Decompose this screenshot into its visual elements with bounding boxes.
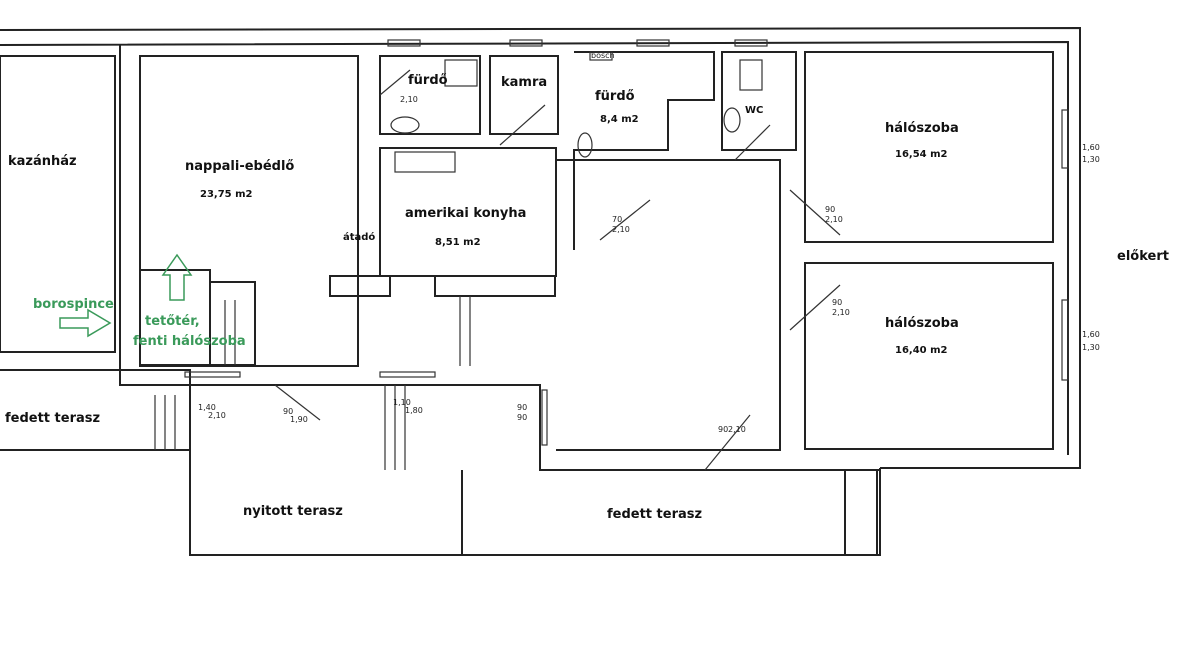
washbasin-icon xyxy=(577,132,593,158)
washbasin-icon xyxy=(723,107,741,133)
dimension-label: 2,10 xyxy=(400,95,418,104)
area-label-fedett-terasz-left: fedett terasz xyxy=(5,411,100,426)
door-swings xyxy=(274,69,841,471)
fixtures xyxy=(390,51,763,173)
washbasin-icon xyxy=(390,116,420,134)
boiler-icon xyxy=(589,51,613,61)
dimension-label: 1,10 xyxy=(393,398,411,407)
boiler-label: bosch xyxy=(591,51,615,60)
room-label-kazanhaz: kazánház xyxy=(8,154,77,169)
windows xyxy=(184,39,1069,446)
dimension-label: 1,40 xyxy=(198,403,216,412)
dimension-label: 2,10 xyxy=(612,225,630,234)
toilet-icon xyxy=(739,59,763,91)
dimension-label: 1,30 xyxy=(1082,343,1100,352)
stairs xyxy=(154,296,471,470)
room-label-nappali: nappali-ebédlő xyxy=(185,159,294,174)
annotation-borospince: borospince xyxy=(33,297,114,312)
dimension-label: 1,30 xyxy=(1082,155,1100,164)
arrow-up-icon xyxy=(161,253,193,301)
area-label-fedett-terasz-main: fedett terasz xyxy=(607,507,702,522)
room-label-wc: WC xyxy=(745,105,763,116)
dimension-label: 90 xyxy=(718,425,728,434)
dimension-label: 2,10 xyxy=(825,215,843,224)
dimension-label: 2,10 xyxy=(208,411,226,420)
room-area-haloszoba-2: 16,40 m2 xyxy=(895,345,948,356)
dimension-label: 90 xyxy=(832,298,842,307)
dimension-label: 90 xyxy=(517,403,527,412)
room-area-haloszoba-1: 16,54 m2 xyxy=(895,149,948,160)
room-label-furdo-2: fürdő xyxy=(595,89,635,104)
dimension-label: 1,60 xyxy=(1082,330,1100,339)
room-label-konyha: amerikai konyha xyxy=(405,206,526,221)
room-label-kamra: kamra xyxy=(501,75,547,90)
room-area-nappali: 23,75 m2 xyxy=(200,189,253,200)
dimension-label: 1,90 xyxy=(290,415,308,424)
dimension-label: 2,10 xyxy=(832,308,850,317)
dimension-label: 1,80 xyxy=(405,406,423,415)
dimension-label: 1,60 xyxy=(1082,143,1100,152)
dimension-label: 90 xyxy=(517,413,527,422)
room-area-konyha: 8,51 m2 xyxy=(435,237,481,248)
annotation-fenti-haloszoba: fenti hálószoba xyxy=(133,334,246,349)
room-label-haloszoba-1: hálószoba xyxy=(885,121,959,136)
arrow-right-icon xyxy=(59,308,112,338)
walls xyxy=(0,26,1081,556)
dimension-label: 2,10 xyxy=(728,425,746,434)
room-label-haloszoba-2: hálószoba xyxy=(885,316,959,331)
room-label-atado: átadó xyxy=(343,231,375,243)
dimension-label: 70 xyxy=(612,215,622,224)
room-label-furdo-1: fürdő xyxy=(408,73,448,88)
annotation-tetoter: tetőtér, xyxy=(145,314,200,329)
room-area-furdo-2: 8,4 m2 xyxy=(600,114,639,125)
dimension-label: 90 xyxy=(825,205,835,214)
dimension-label: 90 xyxy=(283,407,293,416)
area-label-nyitott-terasz: nyitott terasz xyxy=(243,504,343,519)
area-label-elokert: előkert xyxy=(1117,249,1169,264)
bathtub-icon xyxy=(444,59,478,87)
kitchen-sink-icon xyxy=(394,151,456,173)
